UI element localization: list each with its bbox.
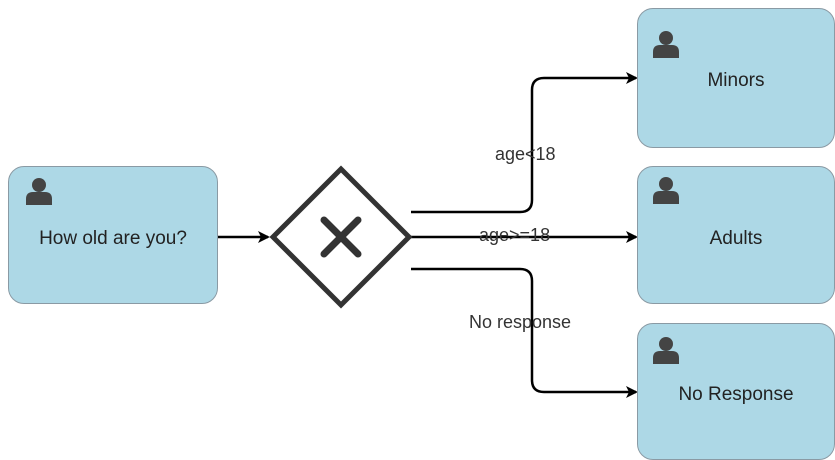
- task-no-response[interactable]: No Response: [637, 323, 835, 460]
- edge-to-minors[interactable]: [411, 72, 638, 214]
- task-how-old-are-you[interactable]: How old are you?: [8, 166, 218, 304]
- user-icon: [653, 31, 679, 58]
- user-icon: [653, 177, 679, 204]
- edge-to-no-response[interactable]: [411, 267, 638, 398]
- exclusive-gateway[interactable]: [269, 165, 413, 309]
- edge-label-age-18-plus: age>=18: [479, 225, 551, 245]
- task-label: No Response: [678, 384, 794, 405]
- task-label: Minors: [707, 70, 765, 91]
- task-label: How old are you?: [39, 228, 187, 249]
- task-label: Adults: [709, 228, 763, 249]
- user-icon: [26, 178, 52, 205]
- edge-label-age-under-18: age<18: [495, 144, 556, 164]
- task-minors[interactable]: Minors: [637, 8, 835, 148]
- edge-label-no-response: No response: [469, 312, 572, 332]
- user-icon: [653, 337, 679, 364]
- task-adults[interactable]: Adults: [637, 166, 835, 304]
- x-icon: [320, 216, 362, 258]
